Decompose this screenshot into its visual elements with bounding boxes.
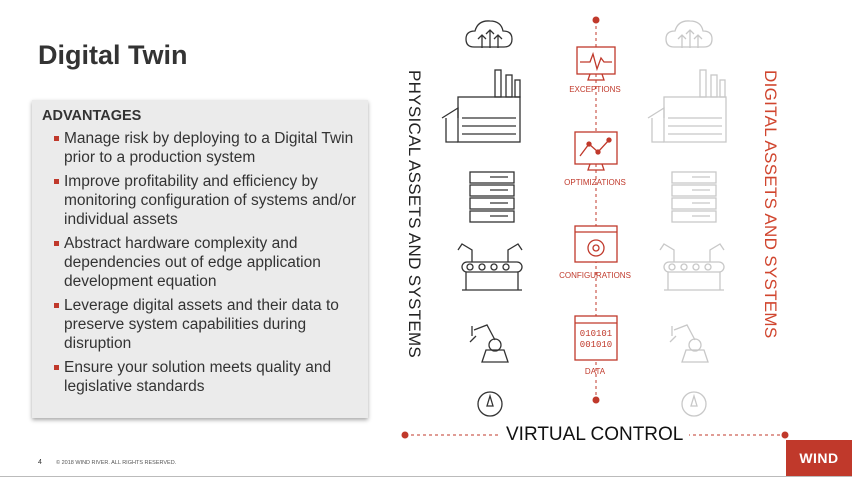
factory-icon [647,69,727,143]
page-number: 4 [38,459,42,466]
footer-divider [0,476,852,477]
binary-line: 001010 [579,340,613,350]
advantage-item: Manage risk by deploying to a Digital Tw… [54,129,358,167]
robot-arm-icon [469,324,509,363]
connector-dot [401,431,409,439]
advantage-item: Leverage digital assets and their data t… [54,296,358,353]
chart-monitor-icon [574,131,618,171]
advantage-item: Improve profitability and efficiency by … [54,172,358,229]
gauge-icon [477,391,503,417]
advantages-box: ADVANTAGES Manage risk by deploying to a… [32,100,368,418]
cloud-icon [465,20,513,48]
factory-icon [441,69,521,143]
gear-window-icon [574,225,618,263]
advantage-item: Ensure your solution meets quality and l… [54,358,358,396]
configurations-label: CONFIGURATIONS [559,271,631,280]
data-label: DATA [584,367,606,376]
assembly-line-icon [659,243,725,291]
optimizations-label: OPTIMIZATIONS [564,178,626,187]
advantage-item: Abstract hardware complexity and depende… [54,234,358,291]
physical-assets-label: PHYSICAL ASSETS AND SYSTEMS [405,70,424,359]
server-icon [469,171,515,223]
connector-dot [781,431,789,439]
binary-window-icon [574,315,618,361]
virtual-control-label: VIRTUAL CONTROL [500,424,690,446]
server-icon [671,171,717,223]
connector-dot [592,16,600,24]
pulse-monitor-icon [576,46,616,81]
connector-dot [592,396,600,404]
wind-river-logo: WIND [786,440,852,476]
copyright-text: © 2018 WIND RIVER. ALL RIGHTS RESERVED. [56,460,177,466]
binary-text: 010101 001010 [575,329,617,351]
advantages-heading: ADVANTAGES [42,108,142,124]
cloud-icon [665,20,713,48]
robot-arm-icon [669,324,709,363]
binary-line: 010101 [579,329,613,339]
page-title: Digital Twin [38,40,188,70]
advantages-list: Manage risk by deploying to a Digital Tw… [42,129,358,396]
digital-assets-label: DIGITAL ASSETS AND SYSTEMS [761,70,780,339]
exceptions-label: EXCEPTIONS [569,85,621,94]
assembly-line-icon [457,243,523,291]
gauge-icon [681,391,707,417]
